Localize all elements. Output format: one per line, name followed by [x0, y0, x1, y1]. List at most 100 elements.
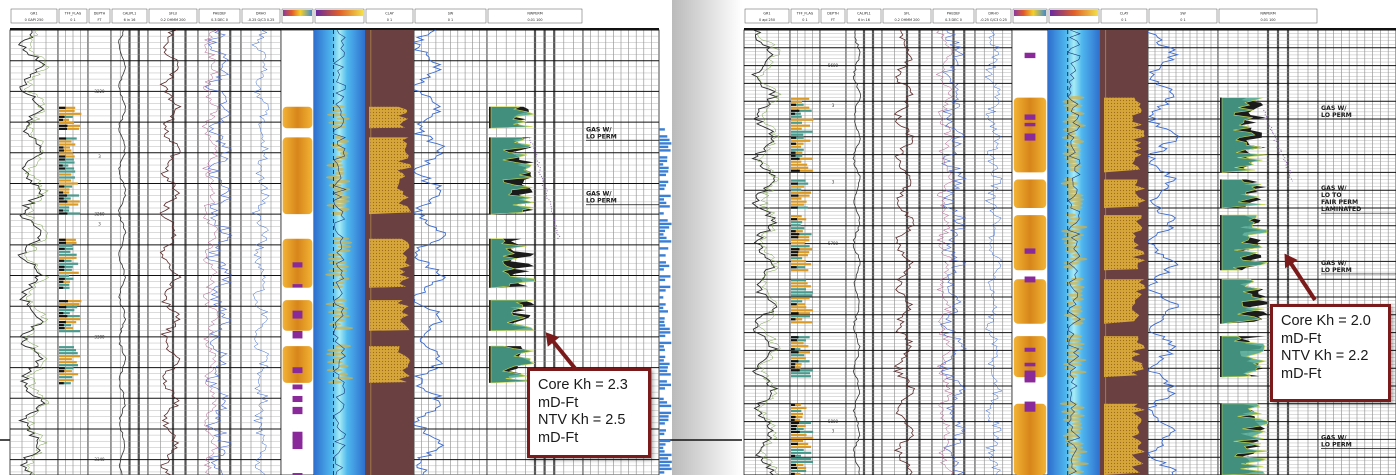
hydrocarbon-spike	[292, 384, 303, 390]
pay-flag-block	[59, 256, 77, 259]
pay-flag-block	[59, 367, 65, 370]
pay-flag-block	[791, 412, 804, 415]
pay-flag-block	[59, 185, 65, 188]
pay-flag-block	[791, 439, 804, 442]
lithology-bar	[659, 387, 665, 390]
lithology-bar	[659, 166, 669, 170]
permeability-fill-teal	[1222, 179, 1266, 208]
pay-flag-block	[791, 188, 802, 191]
permeability-fill-teal	[1222, 97, 1268, 173]
porosity-core-highlight	[326, 203, 346, 208]
pay-flag-block	[59, 109, 75, 112]
lithology-bar	[659, 159, 668, 163]
lithology-bar	[659, 404, 672, 408]
lithology-bar	[659, 383, 672, 387]
pay-flag-block	[791, 248, 813, 251]
track-header-label: DRHO	[256, 12, 267, 16]
porosity-core-highlight	[1069, 462, 1089, 466]
porosity-core-highlight	[1072, 140, 1085, 144]
pay-flag-block	[59, 286, 70, 289]
pay-flag-block	[791, 179, 806, 182]
colorbar-header	[316, 10, 363, 16]
pay-flag-block	[791, 254, 798, 257]
pay-flag-block	[59, 241, 77, 244]
zone-annotation: LO TO	[1321, 192, 1342, 199]
porosity-core-highlight	[1065, 108, 1076, 112]
porosity-core-highlight	[1068, 458, 1080, 462]
porosity-core-highlight	[332, 199, 350, 204]
pay-flag-block	[59, 176, 75, 179]
pay-flag-block	[59, 253, 77, 256]
pay-flag-block	[59, 324, 64, 327]
porosity-core-highlight	[1071, 406, 1085, 410]
pay-flag-block	[791, 472, 795, 475]
porosity-core-highlight	[1072, 201, 1084, 206]
lithology-bar	[659, 401, 668, 404]
zone-annotation: LO PERM	[586, 198, 617, 205]
lithology-bar	[659, 138, 670, 142]
hydrocarbon-spike	[292, 441, 303, 450]
pay-flag-block	[791, 245, 810, 248]
depth-label: 3220	[94, 89, 105, 94]
right-callout-line-3: NTV Kh = 2.2	[1281, 348, 1369, 364]
porosity-core-highlight	[1072, 289, 1083, 293]
pay-flag-block	[59, 349, 77, 352]
porosity-core-highlight	[334, 376, 354, 380]
lithology-bar	[659, 429, 666, 432]
track-header-box	[790, 8, 820, 24]
lithology-bar	[659, 453, 672, 457]
clean-sand-fill	[369, 137, 412, 215]
lithology-bar	[659, 320, 665, 324]
porosity-core-highlight	[327, 348, 345, 352]
pay-flag-block	[791, 463, 804, 466]
lithology-bar	[659, 355, 666, 359]
pay-flag-block	[791, 424, 797, 427]
pay-flag-block	[791, 251, 799, 254]
pay-flag-block	[59, 244, 73, 247]
track-header-label: PHEDEF	[213, 12, 226, 16]
porosity-core-highlight	[1063, 104, 1083, 108]
resistivity-curve	[159, 29, 182, 475]
porosity-core-highlight	[326, 352, 346, 356]
porosity-core-highlight	[1067, 221, 1079, 225]
pay-flag-block	[59, 312, 70, 315]
porosity-core-highlight	[1062, 120, 1082, 124]
porosity-core-highlight	[332, 314, 350, 318]
track-header-scale: -0.25 G/C3 0.25	[980, 18, 1007, 22]
track-header-label: SW	[448, 12, 454, 16]
pay-flag-block	[59, 277, 74, 280]
pay-flag-block	[59, 376, 73, 379]
lithology-bar	[659, 467, 672, 471]
porosity-core-highlight	[1070, 370, 1087, 374]
pay-flag-block	[59, 179, 72, 182]
colorbar-header	[283, 10, 312, 16]
pe-curve	[201, 29, 219, 475]
lithology-bar	[659, 261, 667, 264]
porosity-core-highlight	[1065, 213, 1077, 217]
pay-flag-block	[59, 182, 78, 185]
track-header-scale: 0 1	[802, 18, 807, 22]
pay-flag-block	[791, 182, 798, 185]
lithology-bar	[659, 254, 666, 257]
track-header-scale: FT	[98, 18, 103, 22]
track-header-box	[241, 8, 281, 24]
hydrocarbon-spike	[292, 330, 303, 339]
lithology-bar	[659, 264, 670, 268]
pay-flag-block	[791, 321, 813, 324]
track-header-box	[820, 8, 846, 24]
permeability-outline	[1221, 278, 1265, 325]
pay-flag-block	[791, 160, 802, 163]
permeability-outline	[1221, 335, 1266, 378]
pay-flag-block	[791, 166, 809, 169]
porosity-core-highlight	[328, 257, 343, 261]
porosity-core-highlight	[1065, 281, 1080, 285]
hydrocarbon-fill	[282, 106, 313, 129]
porosity-core-highlight	[1062, 100, 1078, 104]
porosity-core-highlight	[1062, 434, 1080, 438]
pay-flag-block	[59, 106, 66, 109]
pay-flag-block	[59, 327, 65, 330]
hydrocarbon-spike	[292, 262, 303, 268]
lithology-bar	[659, 296, 664, 299]
porosity-core-highlight	[1065, 160, 1078, 164]
pay-flag-block	[59, 318, 81, 321]
